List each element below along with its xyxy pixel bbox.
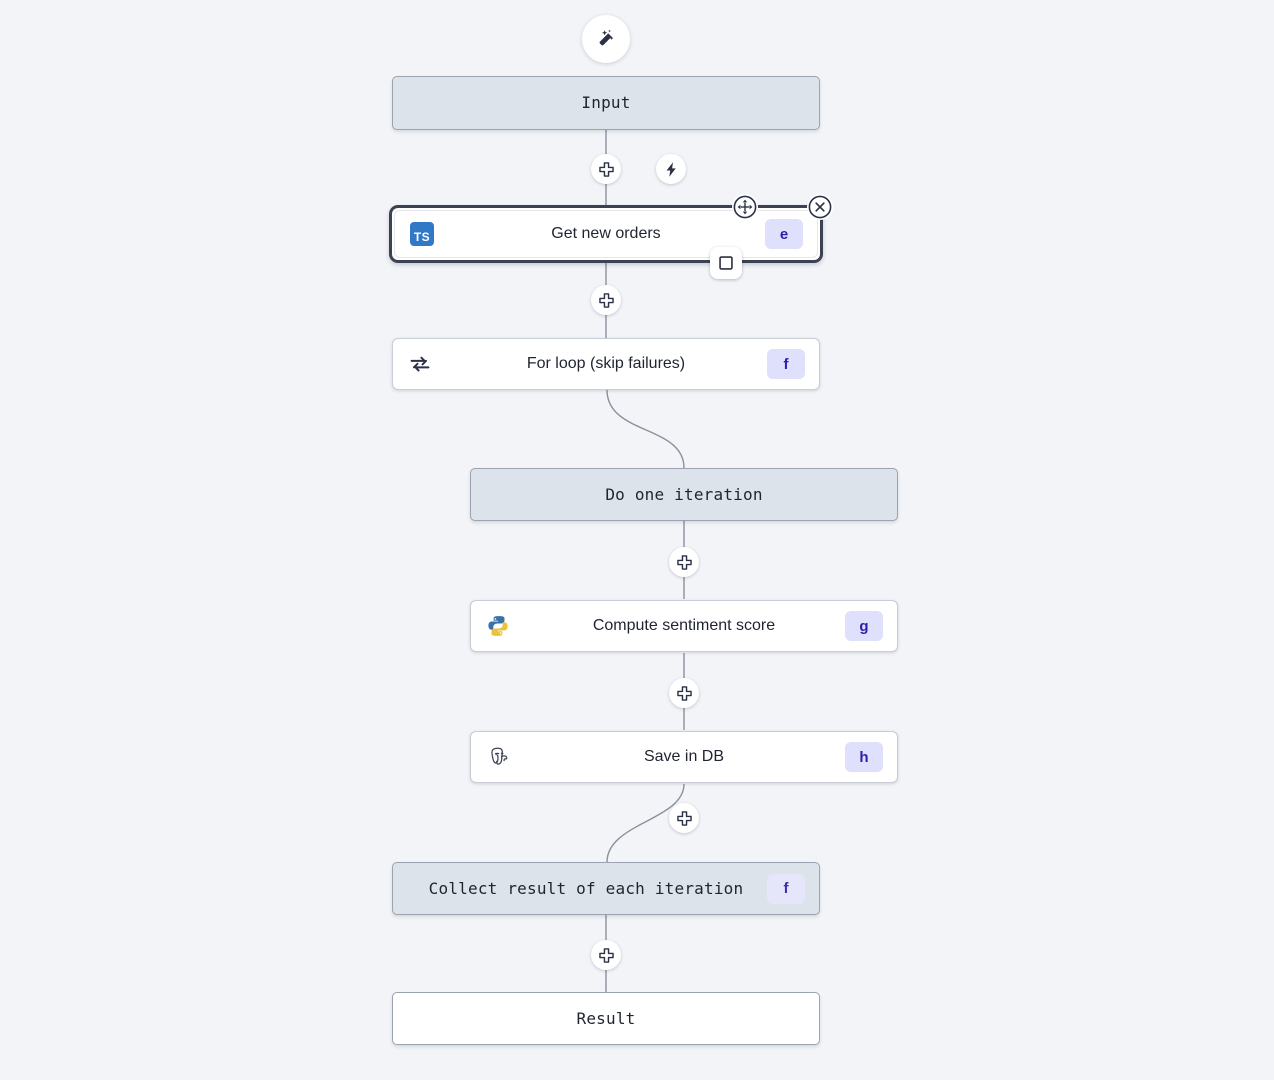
trigger-button[interactable]: [656, 154, 686, 184]
loop-arrows-icon: [407, 351, 433, 377]
node-save-in-db[interactable]: Save in DB h: [470, 731, 898, 783]
node-compute-sentiment-score-label: Compute sentiment score: [592, 617, 776, 635]
plus-icon: [676, 554, 692, 570]
node-save-in-db-badge[interactable]: h: [845, 742, 883, 772]
ai-assistant-button[interactable]: [582, 15, 630, 63]
postgresql-icon-glyph: [491, 747, 508, 765]
node-compute-sentiment-score-badge[interactable]: g: [845, 611, 883, 641]
node-collect-result[interactable]: Collect result of each iteration f: [392, 862, 820, 915]
node-for-loop[interactable]: For loop (skip failures) f: [392, 338, 820, 390]
node-result-label: Result: [576, 1008, 636, 1028]
python-icon-glyph: [488, 616, 508, 636]
move-handle-button[interactable]: [732, 194, 758, 220]
plus-icon: [598, 161, 614, 177]
add-step-button-after-sentiment[interactable]: [669, 678, 699, 708]
node-get-new-orders-selection[interactable]: TS Get new orders e: [389, 205, 823, 263]
node-collect-result-badge[interactable]: f: [767, 873, 805, 904]
node-for-loop-label: For loop (skip failures): [526, 355, 686, 373]
node-get-new-orders[interactable]: TS Get new orders e: [394, 210, 818, 258]
node-input[interactable]: Input: [392, 76, 820, 130]
plus-icon: [676, 685, 692, 701]
add-step-button-after-collect[interactable]: [591, 940, 621, 970]
add-step-button-after-iteration[interactable]: [669, 547, 699, 577]
node-get-new-orders-badge[interactable]: e: [765, 219, 803, 249]
square-stop-icon: [719, 256, 733, 270]
stop-branch-button[interactable]: [710, 247, 742, 279]
node-save-in-db-label: Save in DB: [643, 748, 725, 766]
lightning-bolt-icon: [666, 161, 676, 177]
typescript-icon-label: TS: [410, 222, 434, 246]
magic-wand-icon: [599, 29, 614, 46]
add-step-button-after-save[interactable]: [669, 803, 699, 833]
node-compute-sentiment-score[interactable]: Compute sentiment score g: [470, 600, 898, 652]
add-step-button-after-orders[interactable]: [591, 285, 621, 315]
postgresql-icon: [485, 744, 511, 770]
node-get-new-orders-label: Get new orders: [551, 225, 661, 243]
node-input-label: Input: [581, 93, 631, 113]
close-node-button[interactable]: [807, 194, 833, 220]
loop-arrows-icon-glyph: [410, 356, 430, 372]
plus-icon: [598, 947, 614, 963]
typescript-icon: TS: [409, 221, 435, 247]
plus-icon: [598, 292, 614, 308]
node-result[interactable]: Result: [392, 992, 820, 1045]
python-icon: [485, 613, 511, 639]
node-do-one-iteration-label: Do one iteration: [605, 484, 763, 504]
add-step-button-input[interactable]: [591, 154, 621, 184]
move-handle-icon: [733, 195, 757, 219]
plus-icon: [676, 810, 692, 826]
close-x-icon: [808, 195, 832, 219]
node-for-loop-badge[interactable]: f: [767, 349, 805, 379]
node-do-one-iteration[interactable]: Do one iteration: [470, 468, 898, 521]
node-collect-result-label: Collect result of each iteration: [428, 878, 744, 898]
